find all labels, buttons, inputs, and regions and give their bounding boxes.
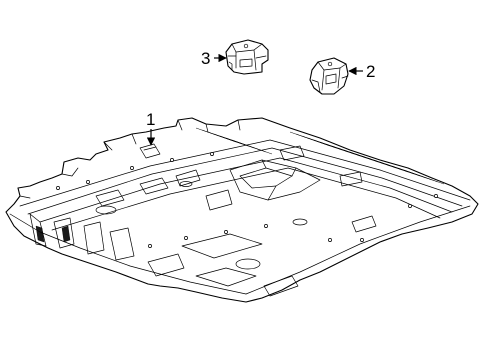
- svg-text:3: 3: [201, 49, 210, 68]
- svg-text:2: 2: [366, 62, 375, 81]
- svg-text:1: 1: [146, 110, 155, 129]
- bracket-part-3: [225, 39, 269, 75]
- callout-3: 3: [201, 49, 227, 68]
- bracket-part-2: [309, 57, 349, 95]
- floor-pan-part-1: [5, 117, 479, 303]
- callout-1: 1: [146, 110, 155, 146]
- callout-2: 2: [348, 62, 375, 81]
